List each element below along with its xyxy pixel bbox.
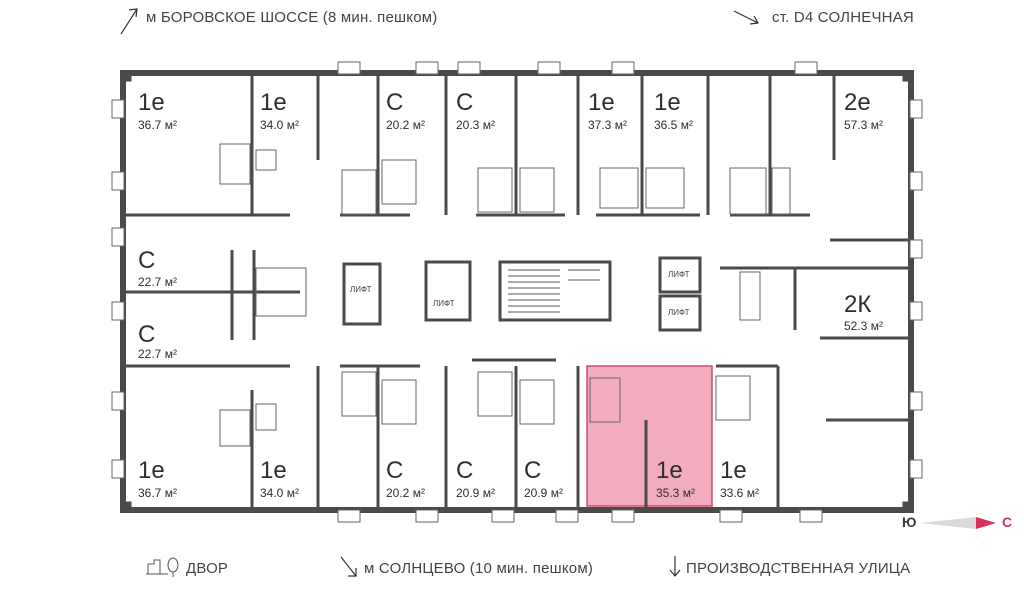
apartment-type-label: 1е [588, 89, 615, 116]
compass-needle-icon [920, 517, 996, 529]
courtyard-icon [146, 557, 179, 577]
stairwell [498, 260, 612, 322]
lift-shaft-3 [658, 256, 702, 294]
apartment-area-label: 37.3 м² [588, 118, 627, 132]
arrow-up-right-icon [120, 8, 138, 35]
apartment-area-label: 35.3 м² [656, 486, 695, 500]
compass-south-label: Ю [902, 514, 917, 530]
apartment-type-label: 2К [844, 291, 871, 318]
apartment-area-label: 36.7 м² [138, 486, 177, 500]
apartment-area-label: 20.9 м² [456, 486, 495, 500]
apartment-area-label: 34.0 м² [260, 486, 299, 500]
apartment-type-label: С [138, 247, 155, 274]
apartment-area-label: 20.2 м² [386, 118, 425, 132]
apartment-type-label: С [456, 457, 473, 484]
compass-north-label: С [1002, 514, 1013, 530]
lift-label: ЛИФТ [668, 308, 690, 317]
caption-text: ПРОИЗВОДСТВЕННАЯ УЛИЦА [686, 560, 911, 577]
windows-top [337, 61, 818, 75]
apartment-area-label: 57.3 м² [844, 118, 883, 132]
caption-text: м СОЛНЦЕВО (10 мин. пешком) [364, 560, 594, 577]
bathroom-fixtures [219, 143, 791, 447]
apartment-area-label: 33.6 м² [720, 486, 759, 500]
apartment-type-label: 2е [844, 89, 871, 116]
apartment-labels: 1е 36.7 м² 1е 34.0 м² С 20.2 м² С 20.3 м² 1е 37.3… [138, 89, 883, 500]
caption-top-right: ст. D4 СОЛНЕЧНАЯ [732, 6, 914, 26]
arrow-down-icon [669, 556, 681, 577]
stairs-icon [508, 269, 600, 313]
caption-text: м БОРОВСКОЕ ШОССЕ (8 мин. пешком) [146, 9, 438, 26]
apartment-type-label: 1е [654, 89, 681, 116]
caption-metro-bottom: м СОЛНЦЕВО (10 мин. пешком) [338, 556, 594, 577]
apartment-type-label: 1е [138, 89, 165, 116]
apartment-area-label: 20.3 м² [456, 118, 495, 132]
lift-label: ЛИФТ [433, 299, 455, 308]
apartment-type-label: С [386, 457, 403, 484]
interior-walls [126, 76, 908, 507]
outer-walls [120, 70, 914, 513]
windows-sides [111, 99, 923, 479]
caption-top-left: м БОРОВСКОЕ ШОССЕ (8 мин. пешком) [118, 6, 438, 35]
compass: Ю С [902, 512, 1018, 534]
apartment-area-label: 22.7 м² [138, 275, 177, 289]
apartment-type-label: 1е [260, 457, 287, 484]
apartment-type-label: 1е [138, 457, 165, 484]
caption-text: ст. D4 СОЛНЕЧНАЯ [772, 9, 914, 26]
lift-label: ЛИФТ [668, 270, 690, 279]
lift-shaft-1 [342, 262, 382, 326]
apartment-area-label: 36.5 м² [654, 118, 693, 132]
apartment-area-label: 34.0 м² [260, 118, 299, 132]
lift-label: ЛИФТ [350, 285, 372, 294]
caption-courtyard: ДВОР [144, 557, 229, 577]
apartment-area-label: 20.9 м² [524, 486, 563, 500]
apartment-area-label: 36.7 м² [138, 118, 177, 132]
apartment-area-label: 20.2 м² [386, 486, 425, 500]
lift-shaft-2 [424, 260, 472, 322]
apartment-type-label: 1е [720, 457, 747, 484]
windows-bottom [337, 509, 823, 523]
caption-street: ПРОИЗВОДСТВЕННАЯ УЛИЦА [668, 556, 911, 577]
apartment-type-label: С [386, 89, 403, 116]
apartment-type-label: 1е [656, 457, 683, 484]
apartment-type-label: С [456, 89, 473, 116]
apartment-area-label: 22.7 м² [138, 347, 177, 361]
apartment-type-label: 1е [260, 89, 287, 116]
caption-text: ДВОР [186, 560, 229, 577]
lift-shaft-4 [658, 294, 702, 332]
apartment-highlight[interactable] [586, 365, 713, 507]
apartment-area-label: 52.3 м² [844, 319, 883, 333]
apartment-type-label: С [524, 457, 541, 484]
arrow-down-right-icon [733, 10, 759, 25]
apartment-type-label: С [138, 321, 155, 348]
lift-labels: ЛИФТ ЛИФТ ЛИФТ ЛИФТ [350, 270, 690, 317]
arrow-down-right-icon [340, 556, 357, 577]
core [342, 256, 702, 332]
